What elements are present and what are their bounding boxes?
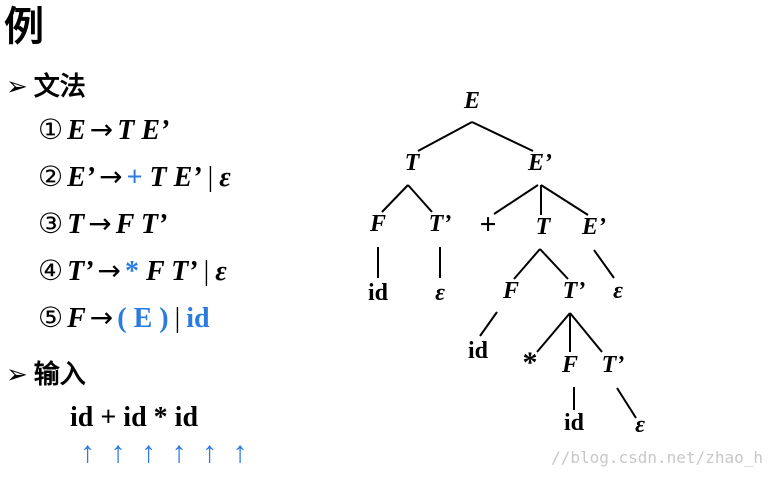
up-arrow-icon: ↑ [171, 436, 187, 469]
arrowhead-bullet-icon: ➢ [6, 72, 28, 102]
tree-node: F [369, 211, 386, 237]
rule-lhs: F [67, 303, 86, 334]
tree-node: ε [635, 412, 645, 438]
input-heading-label: 输入 [33, 360, 86, 390]
rule-rhs: + [126, 162, 143, 193]
tree-node: id [368, 280, 389, 306]
up-arrow-icon: ↑ [80, 436, 95, 469]
tree-node: id [564, 410, 585, 436]
rule-alternative: ε [219, 162, 231, 193]
tree-node: ε [613, 278, 623, 304]
rule-number: ④ [38, 254, 64, 287]
rule-rhs: F T’ [115, 209, 168, 240]
production-arrow-icon: → [89, 113, 114, 146]
production-arrow-icon: → [99, 160, 123, 193]
rule-lhs: T’ [67, 256, 94, 287]
rule-lhs: E [67, 115, 86, 146]
tree-edge [569, 312, 603, 353]
rule-alternative: ε [215, 256, 227, 287]
tree-node: id [468, 338, 489, 364]
slide-title: 例 [4, 4, 44, 50]
tree-edge [539, 248, 569, 280]
rule-rhs: ( E ) [117, 303, 169, 334]
tree-edge [513, 248, 541, 280]
tree-edge [471, 121, 534, 152]
rule-rhs: F T’ [139, 256, 198, 287]
up-arrow-icon: ↑ [232, 436, 248, 469]
rule-alternative: id [186, 303, 210, 334]
tree-node: E’ [527, 150, 552, 176]
tree-edge [479, 311, 498, 337]
tree-edge [407, 184, 433, 213]
rule-rhs: * [125, 256, 140, 287]
rule-lhs: T [67, 209, 85, 240]
production-arrow-icon: → [89, 301, 114, 334]
tree-node: T’ [563, 278, 586, 304]
tree-node: T [405, 150, 421, 176]
tree-node: T [536, 214, 552, 240]
rule-alternative-bar: | [207, 162, 214, 193]
rule-lhs: E’ [67, 162, 96, 193]
rule-number: ② [38, 160, 64, 193]
input-heading: ➢输入 [6, 354, 86, 391]
rule-number: ⑤ [38, 301, 64, 334]
tree-edge [540, 184, 589, 216]
grammar-heading-label: 文法 [33, 72, 86, 102]
tree-edge [381, 184, 409, 213]
watermark: //blog.csdn.net/zhao_h [551, 448, 763, 467]
input-string: id + id * id [70, 402, 199, 433]
grammar-heading: ➢文法 [6, 66, 86, 103]
up-arrow-icon: ↑ [141, 436, 156, 469]
tree-edge [616, 387, 637, 419]
tree-node: * [523, 346, 538, 379]
tree-node: T’ [429, 211, 452, 237]
tree-node: + [479, 208, 496, 241]
tree-node: F [561, 352, 578, 378]
rule-number: ① [38, 113, 64, 146]
tree-node: T’ [602, 352, 625, 378]
arrowhead-bullet-icon: ➢ [6, 360, 28, 390]
tree-node: E [463, 88, 480, 114]
tree-node: E’ [581, 214, 606, 240]
rule-rhs: T E’ [142, 162, 202, 193]
rule-alternative-bar: | [174, 303, 181, 334]
rule-alternative-bar: | [203, 256, 210, 287]
up-arrow-icon: ↑ [110, 436, 126, 469]
tree-node: F [502, 278, 519, 304]
rule-number: ③ [38, 207, 64, 240]
tree-node: ε [435, 280, 445, 306]
production-arrow-icon: → [88, 207, 112, 240]
rule-rhs: T E’ [117, 115, 170, 146]
tree-edge [417, 121, 473, 152]
tree-edge [536, 312, 571, 353]
tree-edge [493, 184, 539, 215]
input-pointer-arrows: ↑ ↑ ↑ ↑ ↑ ↑ [80, 436, 263, 470]
tree-edge [593, 249, 615, 279]
up-arrow-icon: ↑ [202, 436, 217, 469]
production-arrow-icon: → [97, 254, 122, 287]
